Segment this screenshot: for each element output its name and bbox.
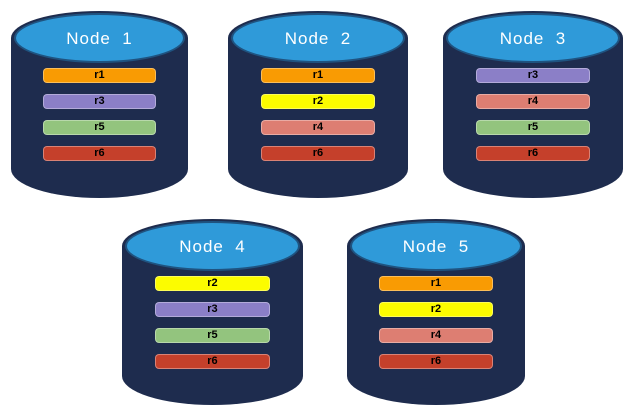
replica-label: r4 <box>312 121 324 133</box>
replica-label: r4 <box>430 329 442 341</box>
replica-label: r6 <box>527 147 539 159</box>
replica-label: r6 <box>94 147 105 159</box>
replica-label: r6 <box>207 355 218 367</box>
node-title: Node 1 <box>66 29 133 48</box>
replica-bar-r6: r6 <box>43 146 156 161</box>
replica-label: r5 <box>527 121 539 133</box>
node-4-cylinder: Node 4 r2 r3 r5 r6 <box>122 219 303 405</box>
replica-bar-r2: r2 <box>260 94 376 109</box>
cylinder-top: Node 2 <box>231 13 405 63</box>
replica-bar-r5: r5 <box>43 120 156 135</box>
node-5-cylinder: Node 5 r1 r2 r4 r6 <box>347 219 525 405</box>
replica-label: r1 <box>312 69 324 81</box>
node-title: Node 3 <box>499 29 567 48</box>
replica-label: r6 <box>430 355 442 367</box>
replica-list: r2 r3 r5 r6 <box>122 276 303 369</box>
replica-list: r3 r4 r5 r6 <box>443 68 623 161</box>
replica-label: r3 <box>527 69 539 81</box>
replica-bar-r4: r4 <box>260 120 376 135</box>
replica-label: r6 <box>312 147 324 159</box>
node-title: Node 4 <box>179 237 246 256</box>
node-title: Node 5 <box>402 237 470 256</box>
replica-label: r1 <box>430 277 442 289</box>
replica-list: r1 r3 r5 r6 <box>11 68 188 161</box>
replica-bar-r1: r1 <box>260 68 376 83</box>
replica-label: r5 <box>207 329 218 341</box>
replica-bar-r6: r6 <box>475 146 591 161</box>
replica-bar-r6: r6 <box>379 354 493 369</box>
replica-label: r1 <box>94 69 105 81</box>
replica-list: r1 r2 r4 r6 <box>228 68 408 161</box>
replica-bar-r5: r5 <box>155 328 270 343</box>
replica-bar-r3: r3 <box>475 68 591 83</box>
cylinder-top: Node 4 <box>125 221 300 271</box>
replica-bar-r4: r4 <box>475 94 591 109</box>
replica-bar-r4: r4 <box>379 328 493 343</box>
replica-bar-r2: r2 <box>155 276 270 291</box>
replica-bar-r1: r1 <box>43 68 156 83</box>
replica-list: r1 r2 r4 r6 <box>347 276 525 369</box>
node-3-cylinder: Node 3 r3 r4 r5 r6 <box>443 11 623 198</box>
replica-label: r3 <box>207 303 218 315</box>
replica-label: r5 <box>94 121 105 133</box>
replica-bar-r5: r5 <box>475 120 591 135</box>
replica-label: r4 <box>527 95 539 107</box>
replica-bar-r6: r6 <box>260 146 376 161</box>
replica-label: r2 <box>312 95 324 107</box>
replica-bar-r3: r3 <box>155 302 270 317</box>
replica-bar-r2: r2 <box>379 302 493 317</box>
replica-bar-r6: r6 <box>155 354 270 369</box>
replica-label: r2 <box>207 277 218 289</box>
node-title: Node 2 <box>284 29 352 48</box>
node-1-cylinder: Node 1 r1 r3 r5 r6 <box>11 11 188 198</box>
replica-label: r3 <box>94 95 105 107</box>
replica-bar-r3: r3 <box>43 94 156 109</box>
replica-label: r2 <box>430 303 442 315</box>
replica-bar-r1: r1 <box>379 276 493 291</box>
node-2-cylinder: Node 2 r1 r2 r4 r6 <box>228 11 408 198</box>
cylinder-top: Node 1 <box>14 13 185 63</box>
cylinder-top: Node 5 <box>350 221 522 271</box>
cylinder-top: Node 3 <box>446 13 620 63</box>
